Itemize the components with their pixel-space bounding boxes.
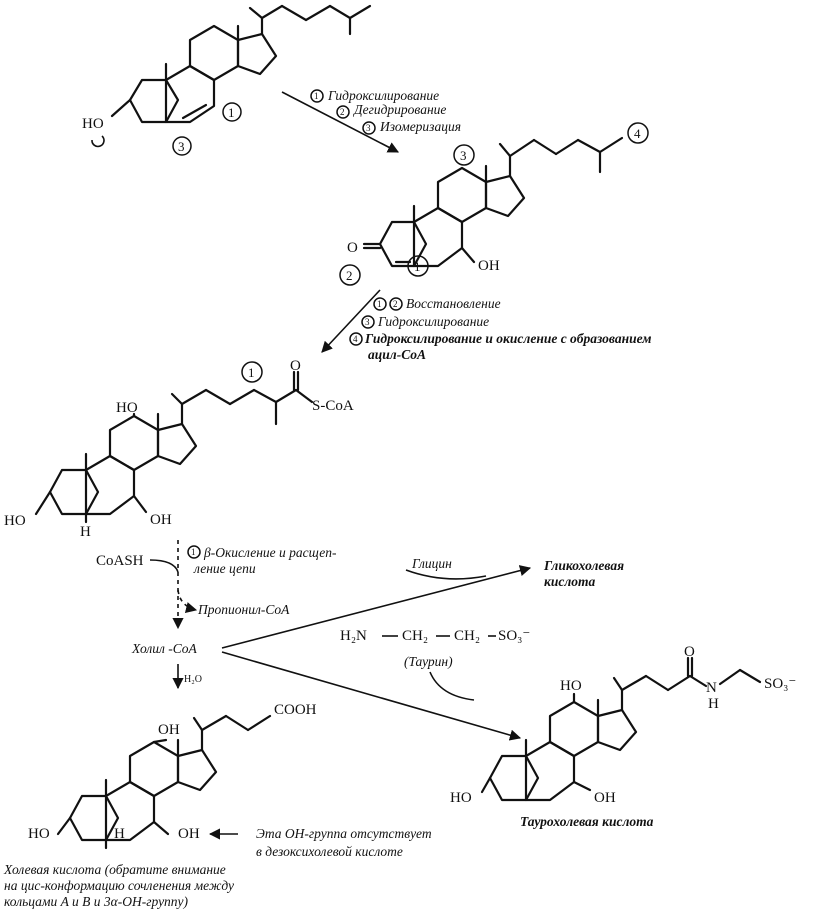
cholic-acid-caption-3: кольцами A и B и 3α-OH-группу) — [4, 894, 189, 909]
coenzyme-a-label: S-CoA — [312, 398, 354, 414]
propionyl-coa-label: Пропионил-CoA — [197, 602, 290, 617]
step-2-label: Дегидрирование — [352, 102, 446, 117]
step-3-beta-oxidation: CoASH 1 β-Окисление и расщеп- ление цепи… — [96, 540, 337, 690]
taurine-sulfonate-label: SO₃⁻ — [498, 628, 530, 644]
cholic-acid-notes: Эта OH-группа отсутствует в дезоксихолев… — [3, 826, 432, 909]
hydroxyl-label: OH — [158, 722, 180, 738]
step-1-label: Гидроксилирование — [327, 88, 439, 103]
hydroxyl-label: HO — [450, 790, 472, 806]
glycine-conjugation: Глицин Гликохолевая кислота — [221, 556, 624, 649]
beta-oxidation-label: β-Окисление и расщеп- — [203, 545, 337, 560]
intermediate-1-structure: O OH 3 4 2 1 — [339, 122, 649, 286]
deoxycholic-note: Эта OH-группа отсутствует — [256, 826, 432, 841]
reaction-arrow — [281, 91, 399, 153]
cholyl-coa-label: Холил -CoA — [131, 641, 198, 656]
deoxycholic-note-2: в дезоксихолевой кислоте — [256, 844, 403, 859]
carboxyl-label: COOH — [274, 702, 317, 718]
svg-text:4: 4 — [353, 334, 358, 344]
taurine-ch2-label: CH₂ — [402, 628, 428, 644]
hydroxyl-label: HO — [560, 678, 582, 694]
svg-text:2: 2 — [340, 107, 345, 117]
amide-hydrogen-label: H — [708, 696, 719, 712]
svg-text:3: 3 — [365, 317, 370, 327]
hydroxyl-label: OH — [594, 790, 616, 806]
step-1-conditions: 1 Гидроксилирование 2 Дегидрирование 3 И… — [310, 88, 461, 135]
hydroxyl-label: HO — [82, 116, 104, 132]
taurocholic-acid-caption: Таурохолевая кислота — [520, 814, 654, 829]
step-reduction-label: Восстановление — [406, 296, 501, 311]
taurocholic-acid-structure: HO O N H SO₃⁻ HO OH Таурохолевая кислота — [450, 644, 796, 829]
glycocholic-acid-label: Гликохолевая — [543, 558, 624, 573]
chain-cleavage-label: ление цепи — [193, 561, 256, 576]
svg-text:1: 1 — [191, 547, 196, 557]
cholic-acid-caption: Холевая кислота (обратите внимание — [3, 862, 226, 877]
step-hydroxylation-label: Гидроксилирование — [377, 314, 489, 329]
hydrogen-label: H — [114, 826, 125, 842]
taurine-ch2-label: CH₂ — [454, 628, 480, 644]
step-2-conditions: 1 2 Восстановление 3 Гидроксилирование 4… — [349, 296, 651, 362]
carbonyl-oxygen-label: O — [684, 644, 695, 660]
svg-text:3: 3 — [366, 123, 371, 133]
svg-text:2: 2 — [393, 299, 398, 309]
hydroxyl-label: OH — [178, 826, 200, 842]
position-marker: 3 — [178, 139, 185, 154]
glycocholic-acid-label-2: кислота — [544, 574, 596, 589]
carbonyl-oxygen-label: O — [290, 358, 301, 374]
step-3-label: Изомеризация — [379, 119, 461, 134]
svg-text:1: 1 — [377, 299, 382, 309]
intermediate-2-structure: HO HO H OH O S-CoA 1 — [4, 358, 354, 540]
position-marker: 3 — [460, 148, 467, 163]
taurine-conjugation: H₂N CH₂ CH₂ SO₃⁻ (Таурин) — [221, 628, 530, 741]
hydroxyl-label: OH — [478, 258, 500, 274]
svg-text:1: 1 — [314, 91, 319, 101]
taurine-name-label: (Таурин) — [404, 654, 453, 669]
cholesterol-structure: HO 1 3 — [82, 4, 372, 156]
hydrogen-label: H — [80, 524, 91, 540]
hydroxyl-label: HO — [28, 826, 50, 842]
coash-label: CoASH — [96, 553, 144, 569]
glycine-label: Глицин — [411, 556, 452, 571]
ketone-oxygen-label: O — [347, 240, 358, 256]
sulfonate-label: SO₃⁻ — [764, 676, 796, 692]
cholic-acid-structure: OH COOH HO H OH — [28, 702, 317, 850]
position-marker: 1 — [414, 259, 421, 274]
water-label: H₂O — [184, 674, 202, 685]
reaction-arrow — [321, 289, 381, 353]
step-oxidation-label: Гидроксилирование и окисление с образова… — [364, 331, 651, 346]
position-marker: 1 — [228, 105, 235, 120]
cholic-acid-caption-2: на цис-конформацию сочленения между — [4, 878, 234, 893]
taurine-amine-label: H₂N — [340, 628, 367, 644]
position-marker: 1 — [248, 365, 255, 380]
hydroxyl-label: HO — [116, 400, 138, 416]
amide-nitrogen-label: N — [706, 680, 717, 696]
position-marker: 2 — [346, 268, 353, 283]
position-marker: 4 — [634, 126, 641, 141]
hydroxyl-label: HO — [4, 513, 26, 529]
step-oxidation-label-2: ацил-CoA — [368, 347, 426, 362]
hydroxyl-label: OH — [150, 512, 172, 528]
